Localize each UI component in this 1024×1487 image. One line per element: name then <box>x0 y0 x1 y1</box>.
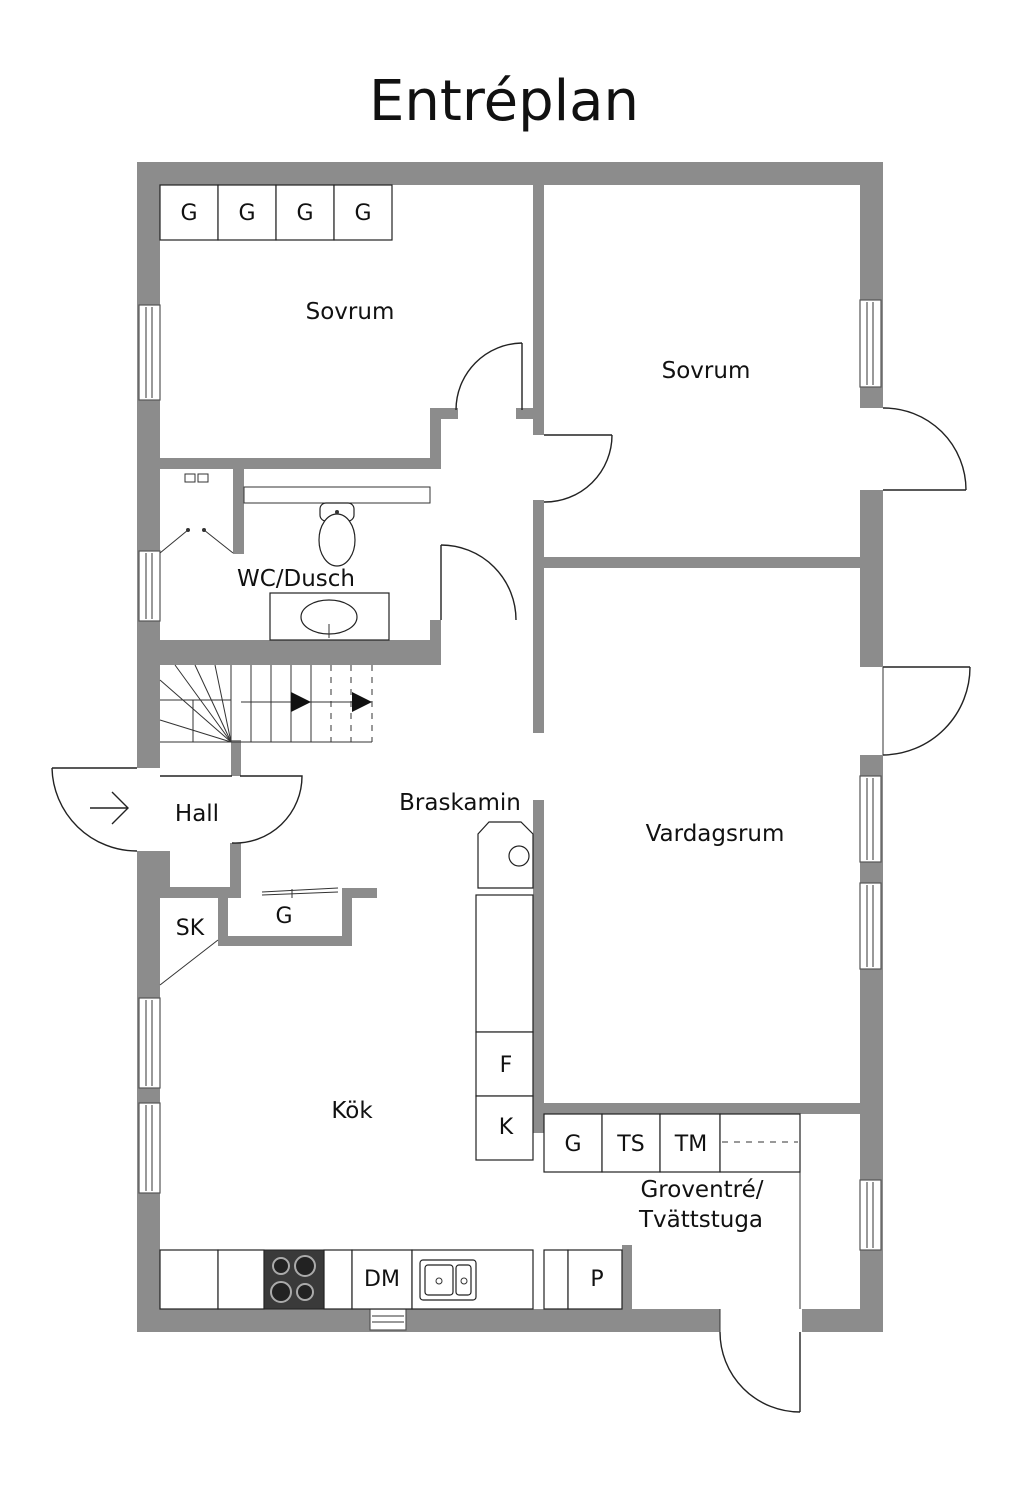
sink-icon <box>269 592 390 641</box>
laundry-units: G TS TM <box>543 1113 801 1173</box>
wardrobe-label: G <box>275 904 292 929</box>
shower-icon <box>159 473 234 554</box>
wall-openings <box>136 408 885 1333</box>
sk-label: SK <box>176 916 205 941</box>
room-label-tvattstuga: Tvättstuga <box>638 1207 763 1233</box>
bathroom-fixtures <box>159 473 431 641</box>
room-label-sovrum-1: Sovrum <box>306 299 395 325</box>
fireplace-icon <box>477 821 534 889</box>
fridge-label: F <box>500 1053 513 1078</box>
kitchen-sink-icon <box>419 1259 477 1301</box>
wardrobe-row: G G G G <box>159 184 393 241</box>
wardrobe-label: G <box>296 201 313 226</box>
room-label-sovrum-2: Sovrum <box>662 358 751 384</box>
p-label: P <box>590 1267 603 1292</box>
stair-arrow-icon <box>352 692 372 712</box>
interior-walls <box>160 185 860 1309</box>
dishwasher-label: DM <box>364 1267 400 1292</box>
stair-arrow-icon <box>291 692 311 712</box>
kitchen-counter: DM P <box>159 1249 623 1310</box>
kitchen-tall-units: F K <box>475 894 534 1161</box>
room-label-hall: Hall <box>175 801 219 827</box>
plan-title: Entréplan <box>369 69 639 134</box>
hall-storage: SK G <box>159 887 339 986</box>
windows <box>138 299 882 1331</box>
dryer-label: TS <box>616 1132 644 1157</box>
wardrobe-label: G <box>354 201 371 226</box>
stove-icon <box>263 1249 325 1310</box>
room-label-kok: Kök <box>331 1098 373 1124</box>
washer-label: TM <box>674 1132 707 1157</box>
room-label-vardagsrum: Vardagsrum <box>646 821 785 847</box>
wardrobe-label: G <box>564 1132 581 1157</box>
toilet-icon <box>318 502 356 567</box>
wardrobe-label: G <box>180 201 197 226</box>
staircase <box>159 664 373 743</box>
wardrobe-label: G <box>238 201 255 226</box>
room-labels: Sovrum Sovrum WC/Dusch Hall Braskamin Va… <box>175 299 784 1233</box>
room-label-groventre: Groventré/ <box>640 1177 763 1203</box>
room-label-braskamin: Braskamin <box>399 790 521 816</box>
freezer-label: K <box>499 1115 514 1140</box>
room-label-wc: WC/Dusch <box>237 566 355 592</box>
doors <box>51 342 971 1413</box>
